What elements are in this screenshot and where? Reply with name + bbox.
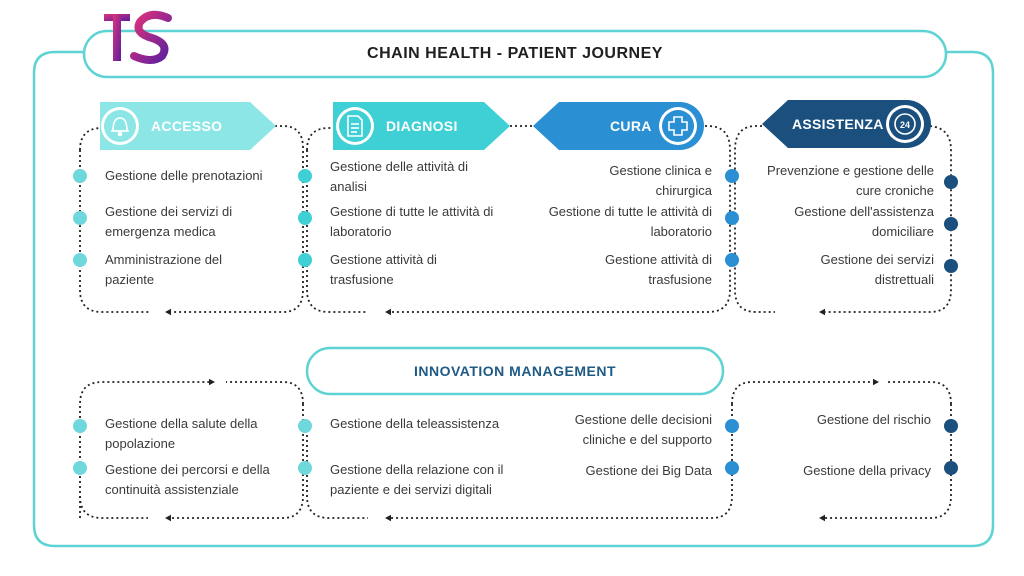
- assistenza-item: Gestione dei servizi distrettuali: [820, 252, 934, 287]
- document-icon: [347, 115, 363, 137]
- phase-label-cura: CURA: [610, 118, 652, 134]
- top-row-dots: [73, 169, 958, 273]
- diagnosi-item: Gestione delle attività di analisi: [330, 159, 469, 194]
- assistenza-item: Gestione dell'assistenza domiciliare: [794, 204, 934, 239]
- title-pill: [82, 29, 948, 79]
- bottom-row-dots: [73, 419, 958, 475]
- phase-label-assistenza: ASSISTENZA: [792, 116, 884, 132]
- accesso-item: Amministrazione del paziente: [105, 252, 223, 287]
- phase-arrow-diagnosi[interactable]: [333, 102, 510, 150]
- innovation-item: Gestione della salute della popolazione: [105, 416, 258, 451]
- innovation-item: Gestione dei Big Data: [585, 463, 712, 478]
- innovation-item: Gestione della relazione con il paziente…: [330, 462, 504, 497]
- diagnosi-item: Gestione attività di trasfusione: [330, 252, 437, 287]
- bell-icon: [111, 117, 129, 137]
- innovation-pill: [305, 346, 725, 396]
- accesso-item: Gestione dei servizi di emergenza medica: [105, 204, 233, 239]
- page-title: CHAIN HEALTH - PATIENT JOURNEY: [367, 45, 663, 62]
- innovation-item: Gestione delle decisioni cliniche e del …: [574, 412, 712, 447]
- phase-arrow-accesso[interactable]: [100, 102, 276, 150]
- cura-item: Gestione attività di trasfusione: [605, 252, 712, 287]
- medical-cross-icon: [668, 116, 688, 136]
- diagnosi-item: Gestione di tutte le attività di laborat…: [330, 204, 494, 239]
- innovation-title: INNOVATION MANAGEMENT: [413, 363, 617, 379]
- cura-item: Gestione di tutte le attività di laborat…: [548, 204, 712, 239]
- assistenza-item: Prevenzione e gestione delle cure cronic…: [767, 163, 934, 198]
- phase-label-diagnosi: DIAGNOSI: [386, 118, 458, 134]
- phase-arrow-cura[interactable]: [533, 102, 704, 150]
- innovation-item: Gestione del rischio: [816, 412, 931, 427]
- cura-item: Gestione clinica e chirurgica: [609, 163, 712, 198]
- ts-logo: [104, 10, 172, 64]
- innovation-item: Gestione della teleassistenza: [330, 416, 500, 431]
- phase-label-accesso: ACCESSO: [151, 118, 223, 134]
- innovation-item: Gestione dei percorsi e della continuità…: [105, 462, 270, 497]
- outer-frame: [32, 50, 995, 548]
- innovation-item: Gestione della privacy: [803, 463, 931, 478]
- accesso-item: Gestione delle prenotazioni: [105, 168, 263, 183]
- 24h-support-icon: 24: [894, 113, 916, 135]
- bottom-flow-lines: [79, 378, 952, 522]
- svg-text:24: 24: [900, 120, 910, 130]
- phase-arrow-assistenza[interactable]: [762, 100, 931, 148]
